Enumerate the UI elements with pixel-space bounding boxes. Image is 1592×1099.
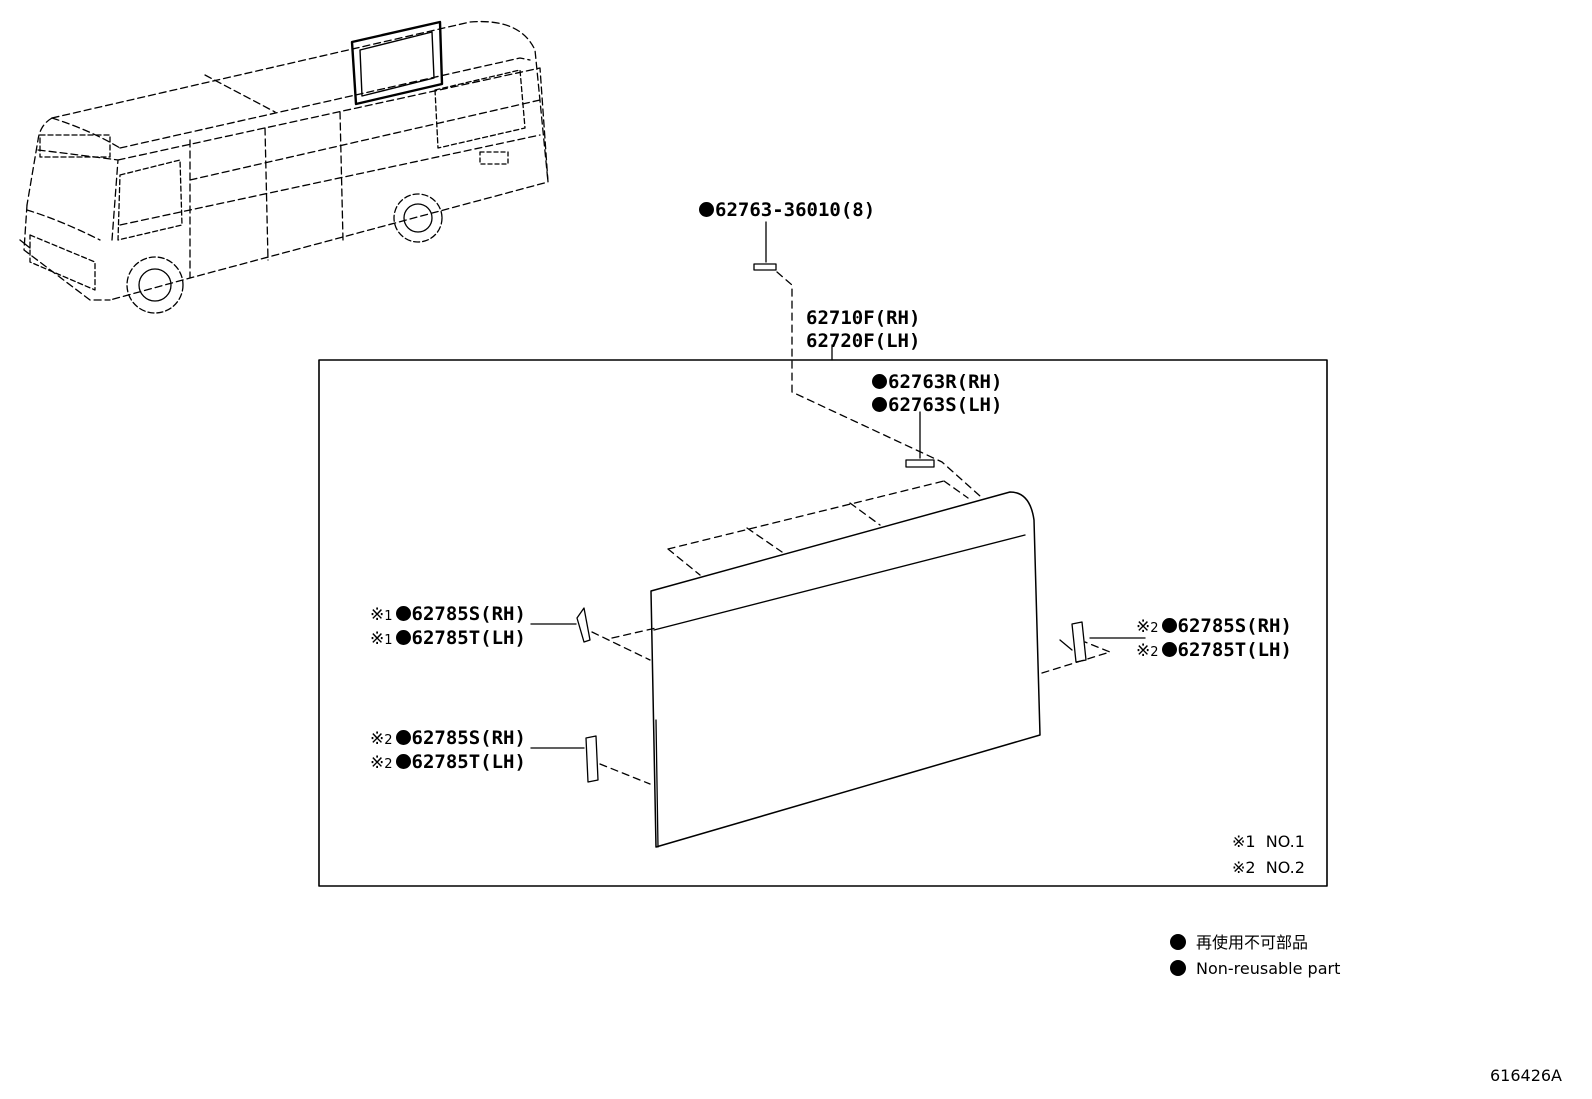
- note-no1: ※1 NO.1: [1232, 832, 1305, 851]
- part-label-glass-lh[interactable]: 62720F(LH): [806, 330, 921, 352]
- vehicle-overview-illustration: [19, 20, 549, 314]
- clip-left-lower-drawing: [530, 735, 651, 785]
- clip-top-drawing: [753, 221, 981, 497]
- clip-right-drawing: [1041, 621, 1146, 674]
- non-reusable-dot-icon: [395, 630, 411, 645]
- part-label-glass-rh[interactable]: 62710F(RH): [806, 307, 921, 329]
- non-reusable-dot-icon: [1161, 618, 1177, 633]
- legend-english: Non-reusable part: [1170, 959, 1340, 979]
- clip-left-upper-drawing: [530, 607, 657, 661]
- non-reusable-dot-icon: [1161, 642, 1177, 657]
- non-reusable-dot-icon: [395, 754, 411, 769]
- note-no2: ※2 NO.2: [1232, 858, 1305, 877]
- non-reusable-dot-icon: [699, 202, 714, 217]
- non-reusable-dot-icon: [872, 397, 887, 412]
- part-label-clip-upper-rh[interactable]: 62763R(RH): [872, 371, 1002, 393]
- non-reusable-dot-icon: [395, 730, 411, 745]
- non-reusable-dot-icon: [872, 374, 887, 389]
- detail-frame: [318, 359, 1328, 887]
- non-reusable-dot-icon: [1170, 960, 1186, 976]
- legend-japanese: 再使用不可部品: [1170, 933, 1308, 953]
- illustration-code: 616426A: [1489, 1066, 1562, 1085]
- non-reusable-dot-icon: [1170, 934, 1186, 950]
- window-glass-drawing: [650, 480, 1041, 848]
- part-label-clip-upper-lh[interactable]: 62763S(LH): [872, 394, 1002, 416]
- clip-upper-drawing: [905, 411, 935, 468]
- part-label-clip-top[interactable]: 62763-36010(8): [699, 199, 875, 221]
- non-reusable-dot-icon: [395, 606, 411, 621]
